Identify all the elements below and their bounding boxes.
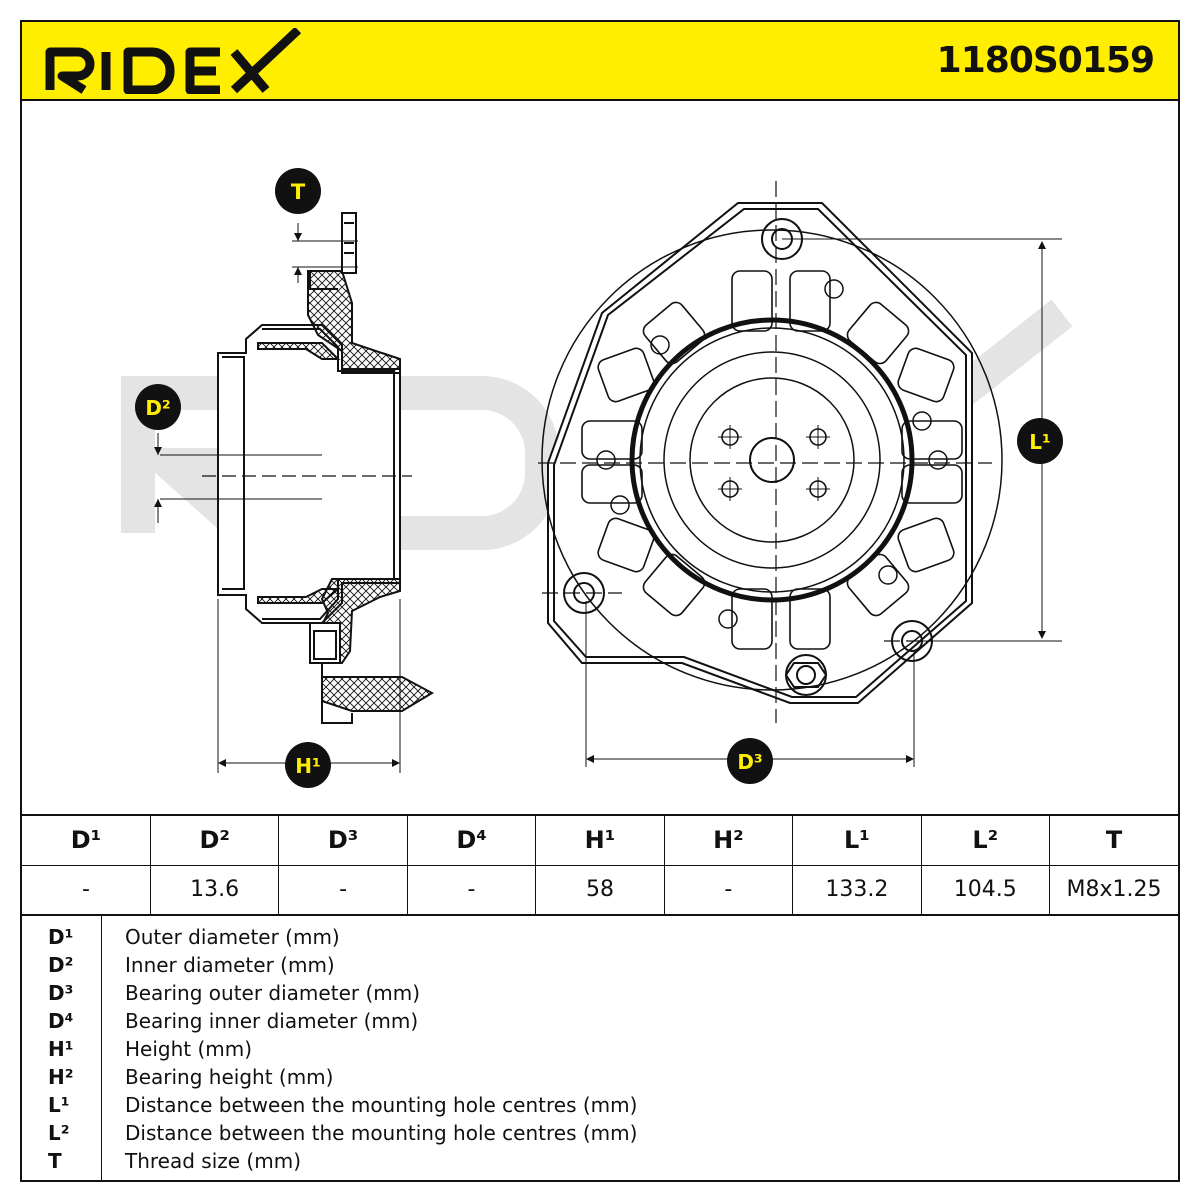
table-cell: 133.2 — [792, 864, 922, 916]
legend-item: T Thread size (mm) — [22, 1147, 1178, 1175]
legend-divider — [101, 915, 102, 1182]
legend-description: Distance between the mounting hole centr… — [125, 1093, 638, 1117]
legend-item: H² Bearing height (mm) — [22, 1063, 1178, 1091]
legend-item: L² Distance between the mounting hole ce… — [22, 1119, 1178, 1147]
ridex-logo — [45, 28, 302, 94]
table-cell: - — [22, 864, 151, 916]
part-number: 1180S0159 — [936, 40, 1155, 81]
label-D3-badge: D³ — [727, 738, 773, 784]
table-cell: 104.5 — [920, 864, 1051, 916]
table-header-cell: D³ — [278, 814, 408, 866]
table-header-cell: L¹ — [792, 814, 922, 866]
legend-item: D¹ Outer diameter (mm) — [22, 923, 1178, 951]
header-bar: 1180S0159 — [22, 22, 1178, 101]
table-header-cell: H² — [663, 814, 794, 866]
table-header-cell: D² — [149, 814, 280, 866]
svg-text:D³: D³ — [737, 750, 762, 774]
table-header-cell: H¹ — [535, 814, 665, 866]
dimensions-table: D¹ D² D³ D⁴ H¹ H² L¹ L² T - 13.6 - - 58 … — [22, 814, 1178, 916]
legend-description: Height (mm) — [125, 1037, 253, 1061]
legend-key: L¹ — [48, 1093, 70, 1117]
label-D2-badge: D² — [135, 384, 181, 430]
legend-item: D² Inner diameter (mm) — [22, 951, 1178, 979]
table-header-cell: D¹ — [22, 814, 151, 866]
table-cell: - — [406, 864, 537, 916]
label-L1-badge: L¹ — [1017, 418, 1063, 464]
table-header-cell: T — [1049, 814, 1178, 866]
legend-key: D³ — [48, 981, 74, 1005]
label-H1-badge: H¹ — [285, 742, 331, 788]
table-cell: M8x1.25 — [1049, 864, 1178, 916]
table-header-cell: D⁴ — [406, 814, 537, 866]
technical-drawing: T D² H¹ L¹ D³ — [22, 103, 1178, 814]
legend-key: D² — [48, 953, 74, 977]
legend-item: D⁴ Bearing inner diameter (mm) — [22, 1007, 1178, 1035]
table-header-cell: L² — [920, 814, 1051, 866]
legend-description: Bearing height (mm) — [125, 1065, 334, 1089]
legend-description: Thread size (mm) — [125, 1149, 301, 1173]
drawing-frame: 1180S0159 — [20, 20, 1180, 1182]
legend-description: Inner diameter (mm) — [125, 953, 335, 977]
legend-description: Outer diameter (mm) — [125, 925, 340, 949]
table-cell: - — [663, 864, 794, 916]
legend-key: D⁴ — [48, 1009, 74, 1033]
legend-item: L¹ Distance between the mounting hole ce… — [22, 1091, 1178, 1119]
legend-key: D¹ — [48, 925, 74, 949]
legend-key: L² — [48, 1121, 70, 1145]
label-T-badge: T — [275, 168, 321, 214]
legend-item: D³ Bearing outer diameter (mm) — [22, 979, 1178, 1007]
legend-description: Distance between the mounting hole centr… — [125, 1121, 638, 1145]
svg-text:T: T — [291, 180, 306, 204]
legend-description: Bearing outer diameter (mm) — [125, 981, 421, 1005]
drawing-canvas: T D² H¹ L¹ D³ — [121, 168, 1073, 788]
top-plan-view — [538, 181, 1062, 767]
table-cell: 58 — [535, 864, 665, 916]
legend-description: Bearing inner diameter (mm) — [125, 1009, 419, 1033]
svg-text:L¹: L¹ — [1029, 430, 1051, 454]
legend-key: H² — [48, 1065, 74, 1089]
table-header-row: D¹ D² D³ D⁴ H¹ H² L¹ L² T — [22, 814, 1178, 866]
legend-key: H¹ — [48, 1037, 74, 1061]
table-row: - 13.6 - - 58 - 133.2 104.5 M8x1.25 — [22, 864, 1178, 916]
legend: D¹ Outer diameter (mm) D² Inner diameter… — [22, 915, 1178, 1182]
legend-key: T — [48, 1149, 62, 1173]
svg-text:H¹: H¹ — [295, 754, 321, 778]
table-cell: 13.6 — [149, 864, 280, 916]
side-section-view — [154, 212, 435, 773]
svg-text:D²: D² — [145, 396, 170, 420]
table-cell: - — [278, 864, 408, 916]
legend-item: H¹ Height (mm) — [22, 1035, 1178, 1063]
